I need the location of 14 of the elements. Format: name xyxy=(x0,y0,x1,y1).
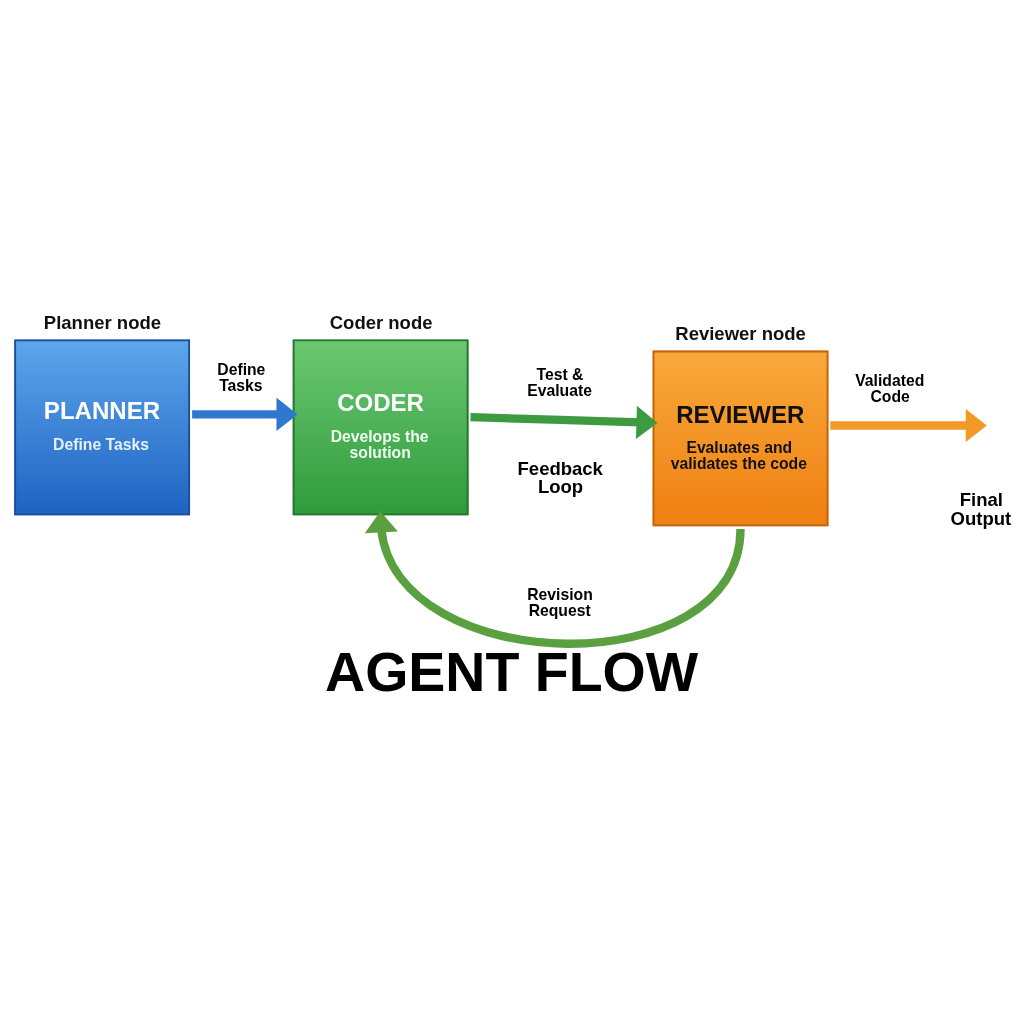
label: Final Output xyxy=(950,488,1012,529)
arrow xyxy=(830,408,987,443)
label: Feedback Loop xyxy=(517,457,603,498)
arrow xyxy=(364,511,745,648)
edge-label: Revision Request xyxy=(527,585,593,619)
edge-label: Define Tasks xyxy=(217,361,266,394)
node-label: Coder node xyxy=(329,312,433,334)
diagram-title: AGENT FLOW xyxy=(325,641,699,704)
edge-label: Test & Evaluate xyxy=(527,365,592,399)
node-label: Planner node xyxy=(43,312,162,334)
arrow xyxy=(470,405,658,439)
edge-label: Validated Code xyxy=(855,372,925,405)
node-label: Reviewer node xyxy=(675,323,806,345)
arrow xyxy=(192,397,298,431)
